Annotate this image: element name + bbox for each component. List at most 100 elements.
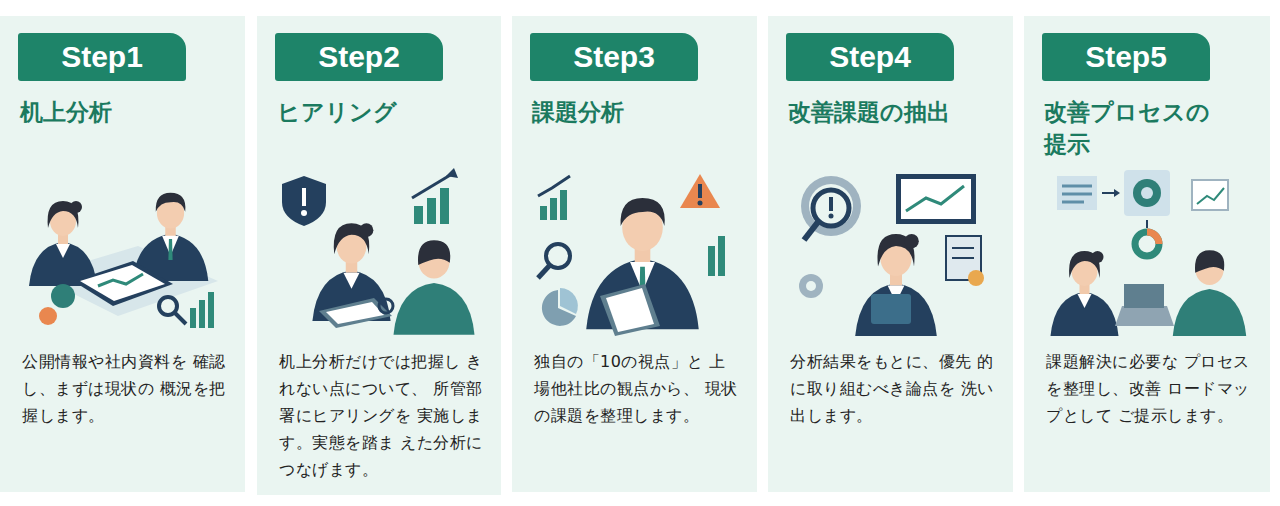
step-badge: Step5: [1042, 33, 1210, 81]
step-badge: Step3: [530, 33, 698, 81]
art-shape: [560, 190, 567, 220]
step-panel: 机上分析公開情報や社内資料を 確認し、まずは現状の 概況を把握します。 Step1: [0, 16, 245, 492]
art-shape: [1051, 251, 1119, 336]
art-shape: [1135, 232, 1159, 256]
art-shape: [538, 265, 550, 278]
art-shape: [698, 201, 703, 206]
art-shape: [708, 246, 715, 276]
art-shape: [1173, 250, 1246, 336]
art-shape: [680, 174, 720, 208]
step-badge: Step2: [275, 33, 443, 81]
step-label: Step1: [61, 42, 143, 72]
art-shape: [1114, 189, 1120, 197]
step-label: Step3: [573, 42, 655, 72]
art-shape: [952, 247, 974, 249]
extraction-illustration: [786, 166, 996, 336]
step-title: 机上分析: [20, 96, 205, 128]
art-shape: [1141, 187, 1153, 199]
step-description: 独自の「10の視点」と 上場他社比の観点から、 現状の課題を整理します。: [534, 348, 739, 429]
step-panel: 改善課題の抽出分析結果をもとに、優先 的に取り組むべき論点を 洗い出します。 St…: [768, 16, 1013, 492]
art-shape: [829, 214, 834, 219]
art-shape: [1102, 192, 1114, 194]
art-shape: [1062, 193, 1092, 196]
step-title: 改善課題の抽出: [788, 96, 973, 128]
step-panel: ヒアリング机上分析だけでは把握し きれない点について、 所管部署にヒアリングを …: [257, 16, 501, 495]
art-shape: [801, 176, 861, 236]
art-shape: [1062, 201, 1084, 204]
art-shape: [813, 190, 849, 226]
art-shape: [799, 274, 823, 298]
art-shape: [829, 197, 833, 211]
hearing-illustration: [274, 166, 484, 336]
art-shape: [1062, 185, 1092, 188]
art-shape: [1124, 284, 1164, 308]
art-shape: [446, 168, 458, 178]
art-shape: [379, 299, 393, 313]
art-shape: [1124, 170, 1170, 216]
step-badge: Step4: [786, 33, 954, 81]
step-description: 公開情報や社内資料を 確認し、まずは現状の 概況を把握します。: [22, 348, 227, 429]
art-shape: [906, 186, 964, 211]
art-shape: [538, 176, 570, 196]
art-shape: [542, 290, 576, 326]
step-label: Step2: [318, 42, 400, 72]
art-shape: [804, 222, 818, 240]
art-shape: [1133, 179, 1161, 207]
art-shape: [440, 188, 449, 224]
art-shape: [1192, 180, 1228, 210]
analysis-illustration: [530, 166, 740, 336]
art-shape: [29, 201, 97, 286]
step-panel: 課題分析独自の「10の視点」と 上場他社比の観点から、 現状の課題を整理します。…: [512, 16, 757, 492]
art-shape: [412, 174, 452, 198]
proposal-illustration: [1042, 166, 1252, 336]
step-title: ヒアリング: [277, 96, 462, 128]
art-shape: [199, 300, 205, 328]
art-shape: [550, 198, 557, 220]
art-shape: [394, 240, 475, 335]
step-title: 課題分析: [532, 96, 717, 128]
step-label: Step5: [1085, 42, 1167, 72]
art-shape: [208, 292, 214, 328]
art-shape: [952, 257, 974, 259]
art-shape: [73, 261, 173, 306]
art-shape: [546, 244, 570, 268]
art-shape: [190, 308, 196, 328]
step-description: 課題解決に必要な プロセスを整理し、改善 ロードマップとして ご提示します。: [1046, 348, 1252, 429]
art-shape: [1147, 232, 1159, 244]
art-shape: [1197, 188, 1224, 204]
art-shape: [175, 313, 186, 324]
step-description: 分析結果をもとに、優先 的に取り組むべき論点を 洗い出します。: [790, 348, 995, 429]
art-shape: [600, 284, 660, 336]
art-shape: [326, 302, 384, 324]
step-panel: 改善プロセスの 提示課題解決に必要な プロセスを整理し、改善 ロードマップとして…: [1024, 16, 1270, 492]
art-shape: [39, 307, 57, 325]
art-shape: [698, 184, 702, 198]
art-shape: [806, 281, 816, 291]
art-shape: [282, 176, 326, 226]
step-title: 改善プロセスの 提示: [1044, 96, 1229, 160]
art-shape: [871, 294, 911, 324]
art-shape: [414, 206, 423, 224]
step-description: 机上分析だけでは把握し きれない点について、 所管部署にヒアリングを 実施します…: [279, 348, 483, 483]
art-shape: [855, 234, 937, 336]
art-shape: [718, 236, 725, 276]
art-shape: [901, 179, 971, 219]
art-shape: [1146, 220, 1148, 228]
art-shape: [98, 274, 143, 286]
meeting-illustration: [18, 166, 228, 336]
art-shape: [540, 206, 547, 220]
art-shape: [159, 297, 177, 315]
art-shape: [301, 210, 307, 216]
step-badge: Step1: [18, 33, 186, 81]
art-shape: [51, 284, 75, 308]
step-label: Step4: [829, 42, 911, 72]
art-shape: [427, 198, 436, 224]
art-shape: [968, 270, 984, 286]
art-shape: [319, 298, 392, 328]
art-shape: [606, 288, 654, 332]
art-shape: [80, 265, 165, 301]
art-shape: [1115, 306, 1174, 326]
art-shape: [1057, 176, 1097, 210]
art-shape: [896, 174, 976, 224]
